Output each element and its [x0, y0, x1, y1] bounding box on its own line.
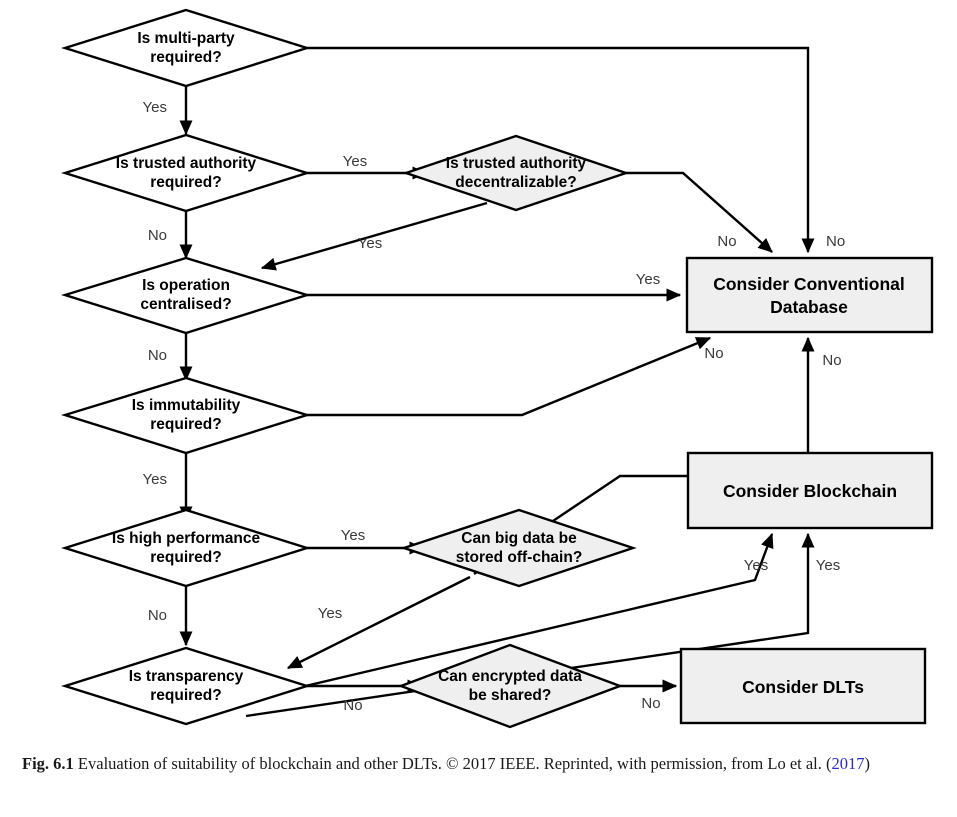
- node-is-immutability-required[interactable]: Is immutability required?: [60, 376, 312, 455]
- node-is-trusted-authority-required[interactable]: Is trusted authority required?: [60, 133, 312, 213]
- edge-label-centralised-yes: Yes: [636, 271, 660, 288]
- node-label-line1: Is multi-party: [137, 30, 235, 47]
- figure-caption: Fig. 6.1 Evaluation of suitability of bl…: [22, 752, 937, 776]
- node-label-line2: Database: [770, 297, 848, 317]
- edge-label-bigdata-no: No: [822, 352, 841, 369]
- node-is-operation-centralised[interactable]: Is operation centralised?: [60, 256, 312, 335]
- node-label-line2: required?: [150, 174, 221, 191]
- edge-multiparty-no: [307, 46, 815, 254]
- flowchart-diagram: Is multi-party required? Is trusted auth…: [60, 8, 934, 729]
- node-label-line1: Is high performance: [112, 530, 261, 547]
- node-label-line1: Is trusted authority: [116, 155, 257, 172]
- node-label-line1: Is immutability: [132, 397, 241, 414]
- node-label-line2: required?: [150, 49, 221, 66]
- edge-label-centralised-no: No: [148, 347, 167, 364]
- edge-label-encrypted-no: No: [641, 695, 660, 712]
- node-label-line2: required?: [150, 416, 221, 433]
- node-consider-conventional-database[interactable]: Consider Conventional Database: [685, 256, 934, 334]
- node-label-line1: Is operation: [142, 277, 230, 294]
- edge-label-trustedauth-no: No: [148, 227, 167, 244]
- node-label-line2: centralised?: [140, 296, 231, 313]
- node-label-line1: Is trusted authority: [446, 155, 587, 172]
- node-label-line2: be shared?: [469, 687, 552, 704]
- node-can-encrypted-data-be-shared[interactable]: Can encrypted data be shared?: [397, 643, 624, 729]
- edge-label-encrypted-yes: Yes: [816, 557, 840, 574]
- node-is-transparency-required[interactable]: Is transparency required?: [60, 646, 312, 726]
- node-label-line1: Can encrypted data: [438, 668, 582, 685]
- edge-decentralizable-no: [626, 171, 773, 253]
- edge-label-bigdata-yes: Yes: [318, 605, 342, 622]
- node-label-line1: Can big data be: [461, 530, 577, 547]
- node-label-line1: Consider DLTs: [742, 677, 864, 697]
- edge-bigdata-yes: [286, 575, 471, 670]
- node-label-line1: Consider Conventional: [713, 274, 905, 294]
- node-is-high-performance-required[interactable]: Is high performance required?: [60, 508, 312, 588]
- edge-label-multiparty-yes: Yes: [143, 99, 167, 116]
- node-label-line1: Is transparency: [129, 668, 244, 685]
- edge-label-immutability-yes: Yes: [143, 471, 167, 488]
- edge-immutability-no: [307, 336, 712, 417]
- node-consider-dlts[interactable]: Consider DLTs: [679, 647, 927, 725]
- edge-label-trustedauth-yes: Yes: [343, 153, 367, 170]
- figure-number: Fig. 6.1: [22, 754, 74, 773]
- edge-label-immutability-no: No: [704, 345, 723, 362]
- edge-label-transparency-yes: Yes: [744, 557, 768, 574]
- caption-text-part1: Evaluation of suitability of blockchain …: [77, 754, 832, 773]
- edge-label-transparency-no: No: [343, 697, 362, 714]
- node-label-line2: required?: [150, 549, 221, 566]
- edge-label-decentralizable-yes: Yes: [358, 235, 382, 252]
- node-consider-blockchain[interactable]: Consider Blockchain: [686, 451, 934, 530]
- node-label-line2: required?: [150, 687, 221, 704]
- edge-label-performance-no: No: [148, 607, 167, 624]
- node-label-line2: decentralizable?: [455, 174, 576, 191]
- node-is-trusted-authority-decentralizable[interactable]: Is trusted authority decentralizable?: [402, 134, 630, 212]
- node-label-line1: Consider Blockchain: [723, 481, 897, 501]
- edge-transparency-yes: [245, 532, 774, 702]
- edge-label-decentralizable-no: No: [717, 233, 736, 250]
- edge-decentralizable-yes: [260, 201, 488, 271]
- caption-text-part2: ): [864, 754, 871, 773]
- node-label-line2: stored off-chain?: [456, 549, 583, 566]
- edge-label-performance-yes: Yes: [341, 527, 365, 544]
- node-is-multi-party-required[interactable]: Is multi-party required?: [60, 8, 312, 88]
- node-can-big-data-be-stored-off-chain[interactable]: Can big data be stored off-chain?: [400, 508, 637, 588]
- caption-reference-link[interactable]: 2017: [831, 754, 865, 773]
- edge-label-multiparty-no: No: [826, 233, 845, 250]
